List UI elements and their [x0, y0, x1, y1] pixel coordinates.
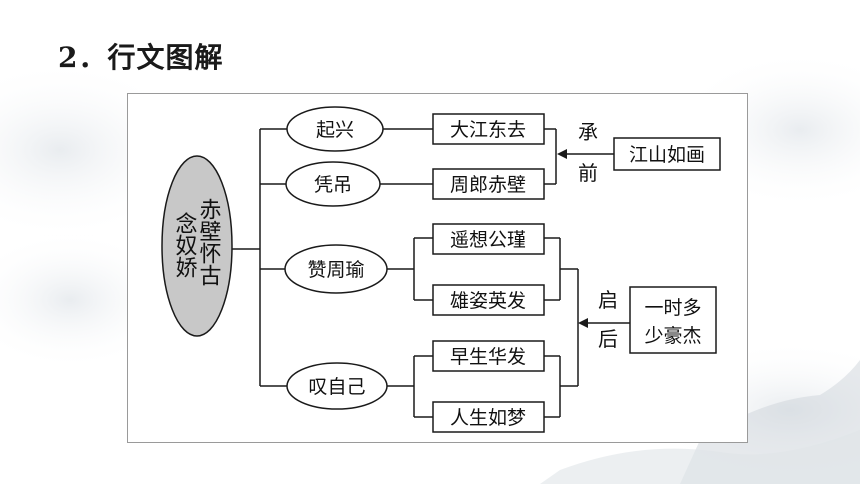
phrase-box-yaoxiang: [432, 223, 545, 255]
phrase-box-rensheng: [432, 401, 545, 433]
stage-ellipse-tanziji: [286, 362, 388, 410]
note-box-yishi: [629, 286, 717, 354]
structure-diagram: 赤壁怀古 念奴娇 起兴 凭吊 赞周瑜 叹自己 大江东去 周郎赤壁 遥想公瑾 雄姿…: [161, 106, 721, 433]
phrase-label-zaosheng: 早生华发: [450, 346, 526, 368]
structure-diagram-panel: 赤壁怀古 念奴娇 起兴 凭吊 赞周瑜 叹自己 大江东去 周郎赤壁 遥想公瑾 雄姿…: [127, 93, 748, 443]
note-label-yishi-line2: 少豪杰: [644, 325, 701, 347]
phrase-label-xiongzi: 雄姿英发: [450, 290, 526, 312]
phrase-label-rensheng: 人生如梦: [450, 407, 526, 429]
stage-label-tanziji: 叹自己: [308, 376, 365, 398]
arrow-heads: [557, 149, 588, 328]
phrase-box-xiongzi: [432, 284, 545, 316]
note-box-jiangshan: [613, 137, 721, 171]
phrase-label-zhoulang: 周郎赤壁: [450, 174, 526, 196]
stage-ellipse-pingdiao: [285, 161, 381, 207]
stage-label-zanzhouyu: 赞周瑜: [307, 259, 364, 281]
root-title-column-2: 念奴娇: [172, 212, 198, 278]
stage-ellipse-zanzhouyu: [284, 244, 388, 294]
phrase-box-zhoulang: [432, 168, 545, 200]
phrase-label-yaoxiang: 遥想公瑾: [450, 229, 526, 251]
note-label-jiangshan: 江山如画: [629, 144, 705, 166]
stage-ellipse-qixing: [286, 106, 384, 152]
stage-label-qixing: 起兴: [316, 119, 354, 141]
link-label-cheng: 承: [578, 120, 598, 144]
link-label-hou: 后: [598, 327, 618, 351]
link-label-qian: 前: [578, 161, 598, 185]
section-heading: 2．行文图解: [58, 41, 224, 74]
phrase-label-dajiang: 大江东去: [450, 119, 526, 141]
link-label-qi: 启: [598, 288, 618, 312]
connector-lines: [232, 128, 630, 418]
root-title-column-1: 赤壁怀古: [196, 198, 222, 286]
phrase-box-dajiang: [432, 113, 545, 145]
stage-label-pingdiao: 凭吊: [314, 174, 352, 196]
root-ellipse: [161, 155, 233, 337]
note-label-yishi-line1: 一时多: [644, 297, 701, 319]
phrase-box-zaosheng: [432, 340, 545, 372]
